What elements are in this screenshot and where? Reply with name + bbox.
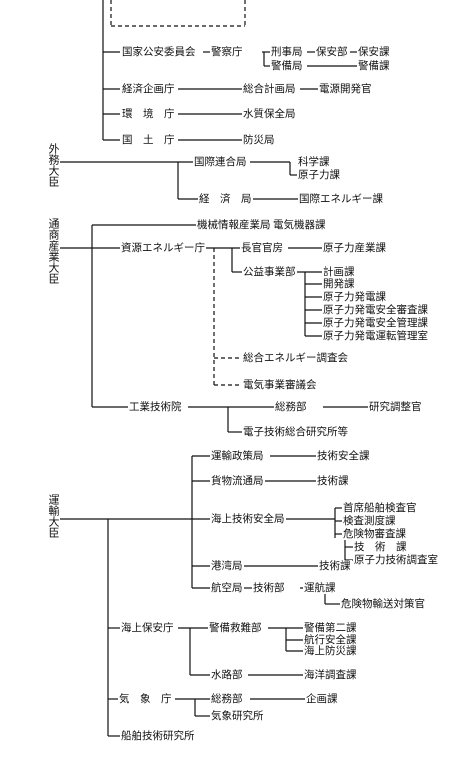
node-denki-jigyo-shingi: 電気事業審議会 xyxy=(242,379,318,391)
node-keizai-kikaku: 経済企画庁 xyxy=(121,83,176,95)
node-kikenbutsu-yuso: 危険物輸送対策官 xyxy=(340,598,426,610)
node-keibi-daini: 警備第二課 xyxy=(303,622,358,634)
node-keibi-kyoku: 警備局 xyxy=(270,60,304,72)
node-somu-bu-2: 総務部 xyxy=(210,693,244,705)
node-kikaku-ka: 企画課 xyxy=(305,693,339,705)
node-hoan-ka: 保安課 xyxy=(357,46,391,58)
node-kaijo-gijutsu: 海上技術安全局 xyxy=(210,513,286,525)
node-kogyo-gijutsu: 工業技術院 xyxy=(128,401,183,413)
node-koeki-jigyo: 公益事業部 xyxy=(242,266,297,278)
node-kenkyu-chosei: 研究調整官 xyxy=(368,401,423,413)
node-kensa-sokudo: 検査測度課 xyxy=(342,515,397,527)
node-unko-ka: 運航課 xyxy=(303,582,337,594)
node-genshiryoku-gijutsu-chosa: 原子力技術調査室 xyxy=(353,554,439,566)
node-gijutsu-ka-2: 技 術 課 xyxy=(353,541,408,553)
node-suishitsu: 水質保全局 xyxy=(242,108,297,120)
minister-foreign: 外務大臣 xyxy=(47,143,60,187)
node-dengen-kaihatsu: 電源開発官 xyxy=(318,83,373,95)
node-kowan: 港湾局 xyxy=(210,560,244,572)
node-kikenbutsu-shinsa: 危険物審査課 xyxy=(342,528,407,540)
node-senpaku-kensa: 首席船舶検査官 xyxy=(342,502,418,514)
node-kokusai-rengo: 国際連合局 xyxy=(193,156,248,168)
node-kamotsu: 貨物流通局 xyxy=(210,475,265,487)
node-kokou-anzen: 航行安全課 xyxy=(303,634,358,646)
node-kokudo: 国 土 庁 xyxy=(121,134,176,146)
node-keibi-kyunan: 警備救難部 xyxy=(208,622,263,634)
minister-transport: 運輸大臣 xyxy=(47,494,60,538)
node-hatsuden-anzen-shinsa: 原子力発電安全審査課 xyxy=(322,304,429,316)
node-genshiryoku-sangyo: 原子力産業課 xyxy=(322,242,387,254)
node-keizai-kyoku: 経 済 局 xyxy=(198,193,253,205)
node-kokusai-energy: 国際エネルギー課 xyxy=(298,193,384,205)
node-gijutsu-anzen-1: 技術安全課 xyxy=(316,450,371,462)
node-kankyo: 環 境 庁 xyxy=(121,108,176,120)
node-kaiyo-chosa: 海洋調査課 xyxy=(303,669,358,681)
node-keibi-ka: 警備課 xyxy=(357,60,391,72)
node-hatsuden-anzen-kanri: 原子力発電安全管理課 xyxy=(322,317,429,329)
node-hoan-bu: 保安部 xyxy=(315,46,349,58)
node-kaijo-hoan: 海上保安庁 xyxy=(120,622,175,634)
node-somu-bu: 総務部 xyxy=(274,401,308,413)
node-sogo-energy-chosa: 総合エネルギー調査会 xyxy=(242,352,349,364)
node-hatsuden-unten: 原子力発電運転管理室 xyxy=(322,330,429,342)
node-unyu-seisaku: 運輸政策局 xyxy=(210,450,265,462)
node-genshiryoku-hatsuden: 原子力発電課 xyxy=(322,291,387,303)
node-keikaku-ka: 計画課 xyxy=(322,266,356,278)
node-gijutsu-ka-1: 技術課 xyxy=(316,475,350,487)
minister-miti: 通商産業大臣 xyxy=(47,218,60,284)
node-senpaku-gijutsu: 船舶技術研究所 xyxy=(120,730,196,742)
node-kokyo: 航空局 xyxy=(210,582,244,594)
node-shigen-energy: 資源エネルギー庁 xyxy=(120,242,206,254)
node-kokka-koan: 国家公安委員会 xyxy=(121,46,197,58)
node-suiro-bu: 水路部 xyxy=(210,669,244,681)
node-kisho-kenkyu: 気象研究所 xyxy=(210,710,265,722)
node-gijutsu-ka-3: 技術課 xyxy=(318,560,352,572)
node-sogo-keikaku: 総合計画局 xyxy=(242,83,297,95)
node-kisho: 気 象 庁 xyxy=(118,693,173,705)
node-kagaku-ka: 科学課 xyxy=(297,156,331,168)
node-chokan-kanbo: 長官官房 xyxy=(240,242,284,254)
node-gijutsu-bu: 技術部 xyxy=(252,582,286,594)
node-keiji: 刑事局 xyxy=(270,46,304,58)
node-bosai: 防災局 xyxy=(242,134,276,146)
node-denki-kiki: 電気機器課 xyxy=(272,219,327,231)
node-kikai-joho: 機械情報産業局 xyxy=(196,219,272,231)
node-denshi-gijutsu: 電子技術総合研究所等 xyxy=(242,426,349,438)
node-genshiryoku-ka: 原子力課 xyxy=(297,169,341,181)
node-keisatsu: 警察庁 xyxy=(210,46,244,58)
node-kaijo-bosai: 海上防災課 xyxy=(303,645,358,657)
node-kaihatsu-ka: 開発課 xyxy=(322,278,356,290)
